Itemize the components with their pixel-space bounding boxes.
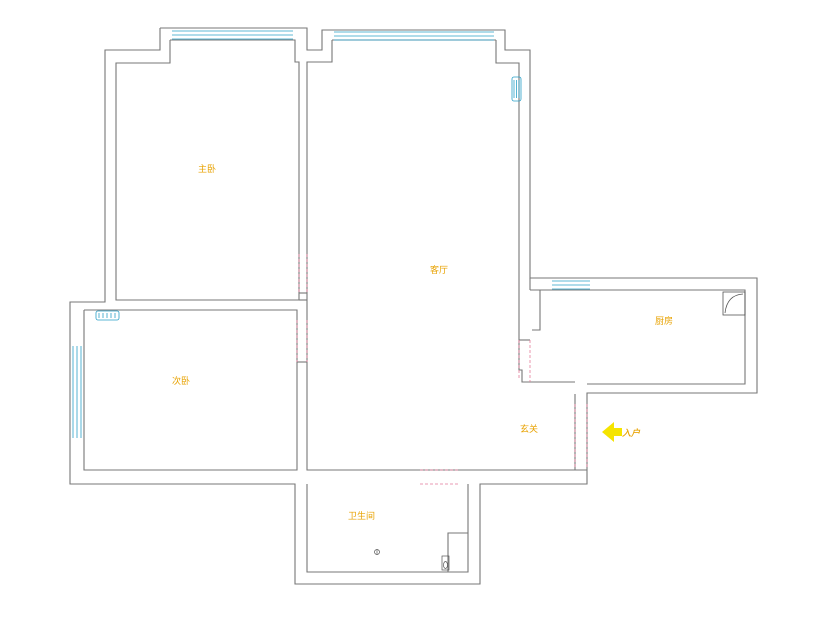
air-conditioner-icon xyxy=(511,76,522,102)
window-kitchen xyxy=(552,280,590,290)
label-master-bedroom: 主卧 xyxy=(198,163,216,175)
label-bathroom: 卫生间 xyxy=(348,510,375,522)
label-second-bedroom: 次卧 xyxy=(172,375,190,387)
outer-walls xyxy=(69,27,758,585)
room-labels: 主卧 客厅 厨房 次卧 玄关 卫生间 xyxy=(172,163,673,522)
floor-drain-icon xyxy=(374,549,380,555)
label-kitchen: 厨房 xyxy=(655,315,673,327)
label-living-room: 客厅 xyxy=(430,264,448,276)
toilet-icon xyxy=(441,555,450,571)
window-living-room xyxy=(334,31,494,41)
window-master-bedroom xyxy=(172,30,293,40)
entry-label: 入户 xyxy=(622,428,641,439)
arrow-left-icon: 入户 xyxy=(602,422,641,442)
door-openings xyxy=(296,254,588,485)
air-conditioner-icon xyxy=(95,310,120,321)
windows xyxy=(72,30,590,438)
flue-box-icon xyxy=(722,291,746,316)
window-second-bedroom xyxy=(72,346,82,438)
label-foyer: 玄关 xyxy=(520,423,538,435)
